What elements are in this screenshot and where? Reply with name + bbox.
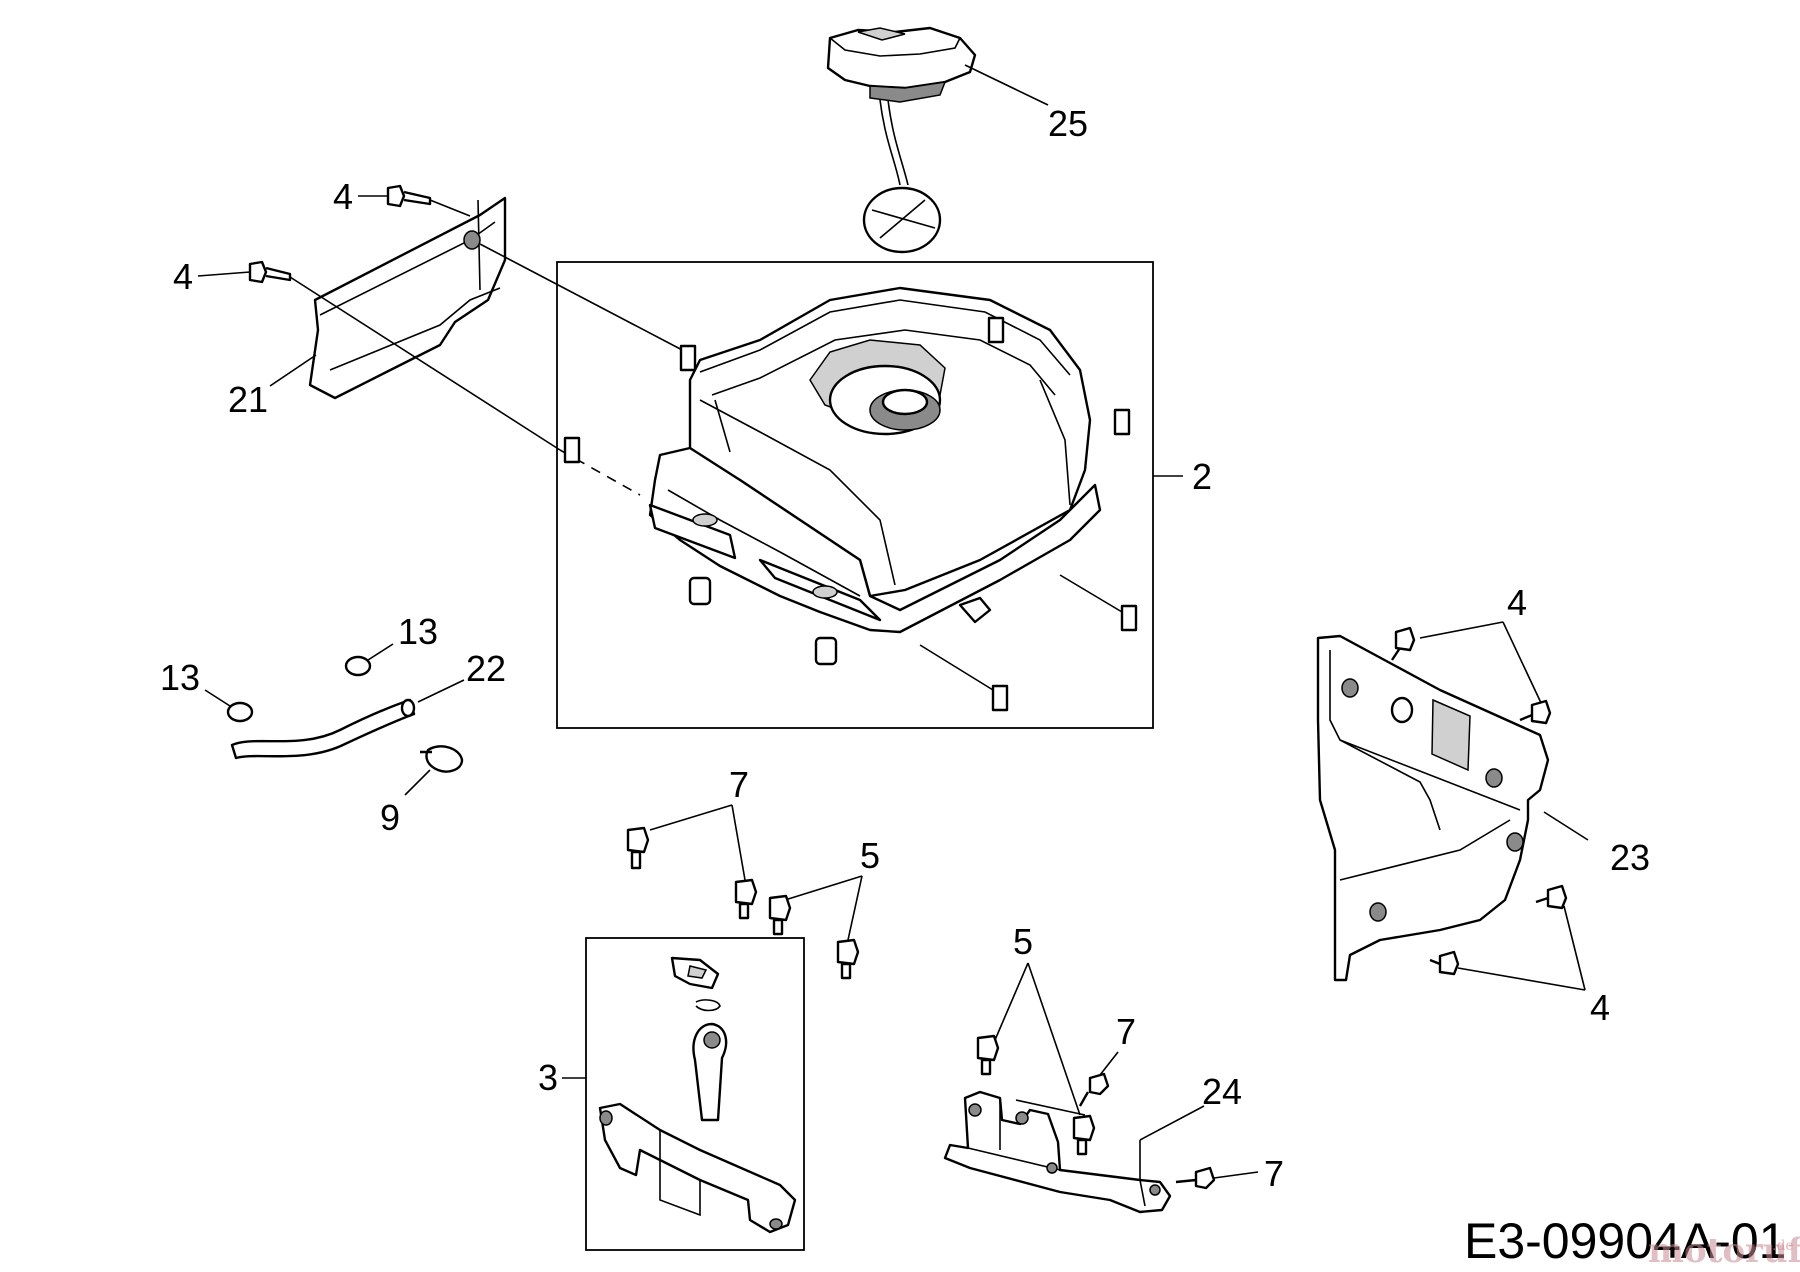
leader-bolt-4-b — [289, 276, 561, 451]
leader-7-a1 — [649, 804, 733, 831]
fuel-tank-box — [556, 261, 1154, 729]
fuel-tank-part — [648, 286, 1102, 666]
clip-nut-e — [1120, 604, 1138, 632]
callout-5-a: 5 — [860, 835, 880, 876]
leader-5-b3 — [1015, 1099, 1086, 1116]
callout-4-b: 4 — [173, 256, 193, 297]
callout-13-b: 13 — [160, 657, 200, 698]
callout-7-a: 7 — [729, 764, 749, 805]
bolt-7-b — [1078, 1072, 1110, 1107]
leader-4-d2 — [1457, 967, 1586, 991]
callout-24: 24 — [1202, 1071, 1242, 1112]
fuel-hose-end — [400, 698, 416, 718]
leader-21 — [269, 354, 317, 387]
callout-25: 25 — [1048, 103, 1088, 144]
bolt-4-b — [248, 260, 292, 284]
leader-5-b2 — [1027, 962, 1081, 1116]
leader-9 — [404, 769, 431, 796]
fuel-cap-part — [826, 26, 977, 254]
callout-3: 3 — [538, 1057, 558, 1098]
leader-7-a2 — [731, 804, 746, 881]
hose-clamp-13-a — [344, 655, 372, 677]
leader-5-a1 — [784, 875, 863, 901]
bolt-4-d2 — [1429, 950, 1460, 976]
callout-13-a: 13 — [398, 611, 438, 652]
leader-4-b — [197, 271, 251, 277]
callout-21: 21 — [228, 379, 268, 420]
leader-25 — [964, 64, 1049, 106]
leader-nut-e — [1059, 574, 1123, 613]
bolt-5-a2 — [836, 938, 860, 980]
bolt-5-b1 — [976, 1034, 1000, 1076]
callout-4-a: 4 — [333, 176, 353, 217]
hose-clamp-13-b — [226, 701, 254, 723]
callout-2: 2 — [1192, 456, 1212, 497]
leader-22 — [417, 679, 465, 703]
leader-bolt-4-a — [429, 199, 471, 217]
bolt-4-d1 — [1535, 884, 1568, 910]
bolt-7-a1 — [626, 826, 650, 870]
callout-7-b: 7 — [1116, 1011, 1136, 1052]
callout-4-c: 4 — [1507, 582, 1527, 623]
leader-nut-f — [919, 644, 994, 691]
bolt-7-a2 — [734, 878, 758, 920]
leader-13-b — [204, 689, 231, 707]
bolt-5-a1 — [768, 894, 792, 936]
right-bracket-23-part — [1316, 634, 1550, 982]
callout-4-d: 4 — [1590, 987, 1610, 1028]
bracket-3-part — [598, 956, 797, 1234]
callout-23: 23 — [1610, 837, 1650, 878]
callout-9: 9 — [380, 797, 400, 838]
clip-nut-b — [987, 316, 1005, 344]
drawing-code: E3-09904A-01 — [1464, 1213, 1786, 1269]
left-bracket-part — [308, 196, 507, 400]
leader-4-c2 — [1502, 621, 1543, 706]
leader-nut-21 — [479, 243, 687, 353]
leader-5-b1 — [994, 962, 1029, 1041]
leader-7-c — [1213, 1171, 1259, 1179]
bolt-7-c — [1175, 1166, 1216, 1190]
clip-nut-d — [563, 436, 581, 464]
bolt-4-c1 — [1391, 626, 1416, 661]
leader-13-a — [367, 643, 394, 661]
callout-7-c: 7 — [1264, 1153, 1284, 1194]
bolt-4-c2 — [1519, 699, 1552, 725]
lower-bracket-24-part — [943, 1090, 1172, 1214]
leader-24 — [1139, 1105, 1205, 1141]
leader-4-c1 — [1419, 621, 1504, 639]
callout-22: 22 — [466, 648, 506, 689]
leader-bolt-4-b-dashed — [559, 449, 641, 496]
clip-nut-f — [991, 684, 1009, 712]
callout-5-b: 5 — [1013, 921, 1033, 962]
watermark: motoruf — [1648, 1231, 1800, 1271]
leader-7-b — [1099, 1051, 1119, 1076]
bolt-5-b2 — [1072, 1114, 1096, 1156]
leader-23 — [1543, 811, 1589, 841]
leader-5-a2 — [847, 875, 863, 941]
hose-clamp-9 — [420, 745, 464, 773]
bolt-4-a — [386, 184, 432, 208]
bracket-3-box — [585, 937, 805, 1251]
fuel-hose-22 — [230, 698, 416, 760]
leader-4-d1 — [1563, 905, 1586, 991]
watermark-suffix: .de — [1772, 1238, 1794, 1254]
clip-nut-a — [679, 344, 697, 372]
clip-nut-c — [1113, 408, 1131, 436]
